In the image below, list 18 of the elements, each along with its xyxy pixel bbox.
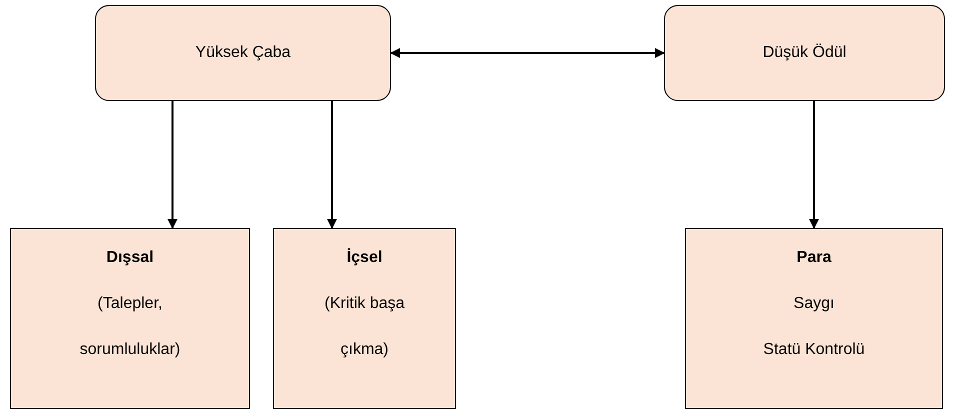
- heading-text: İçsel: [346, 247, 382, 268]
- arrow: [168, 101, 178, 229]
- box: [10, 228, 250, 409]
- arrow: [809, 101, 819, 229]
- rounded-box: [95, 5, 391, 101]
- body-text: (Talepler, sorumluluklar): [78, 294, 182, 360]
- heading-text: Dışsal: [106, 248, 154, 268]
- body-text: Statü Kontrolü: [763, 340, 865, 360]
- box: [273, 228, 456, 409]
- arrow: [327, 101, 337, 229]
- heading-text: Yüksek Çaba: [195, 43, 291, 63]
- box: [685, 228, 943, 409]
- body-text: Saygı: [794, 294, 834, 314]
- body-text: (Kritik başa çıkma): [323, 294, 406, 360]
- heading-text: Düşük Ödül: [762, 42, 846, 63]
- heading-text: Para: [796, 248, 832, 268]
- arrow: [390, 48, 665, 58]
- rounded-box: [664, 5, 945, 101]
